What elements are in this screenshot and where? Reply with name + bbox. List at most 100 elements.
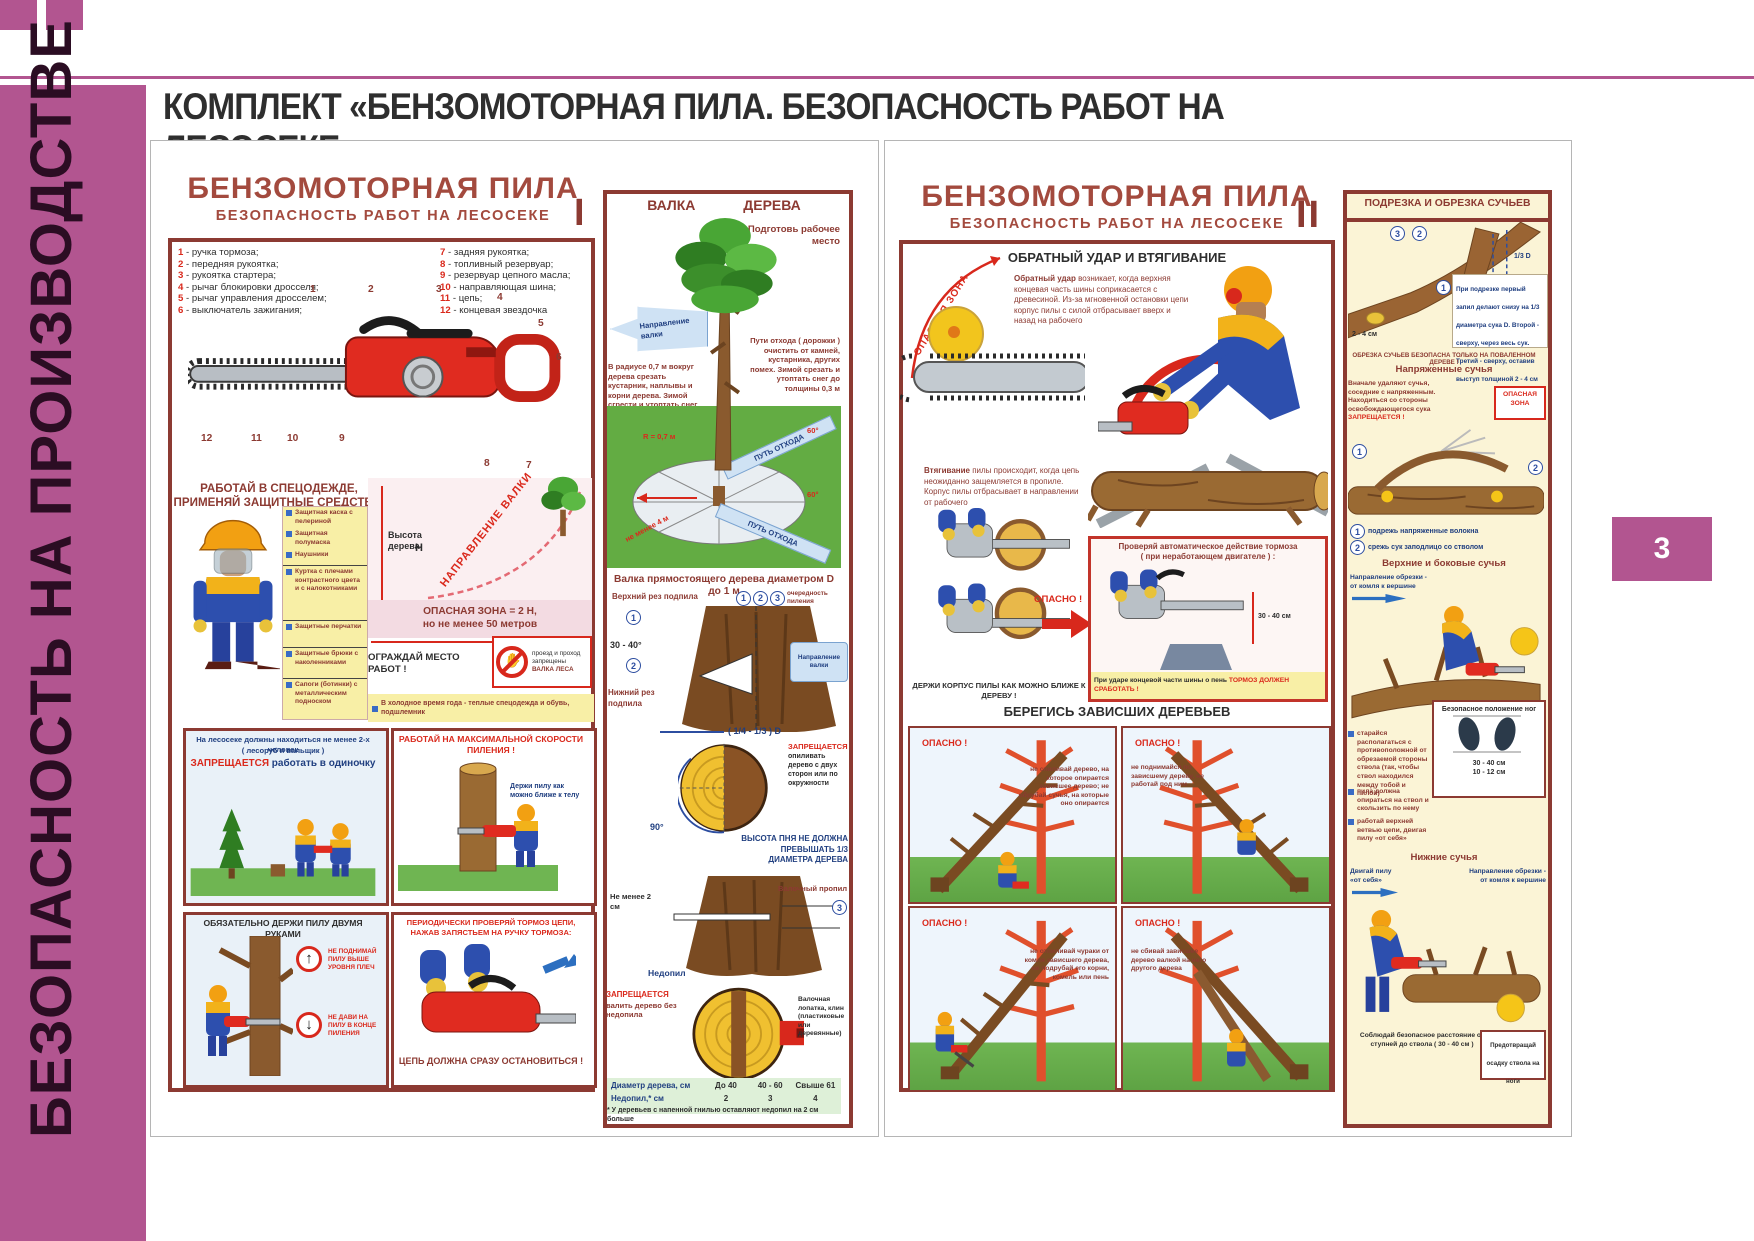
part-label: задняя рукоятка; (453, 247, 530, 258)
tension-step-2: 2 срежь сук заподлицо со стволом (1350, 540, 1546, 555)
part-label: рычаг управления дросселем; (191, 293, 327, 305)
bullet-icon (1348, 789, 1354, 795)
upper-direction-2: от комля к вершине (1350, 583, 1416, 590)
direction-arrow-icon (1352, 594, 1406, 603)
danger-label: ОПАСНО ! (1135, 738, 1181, 748)
branch-step-3: 3 (1390, 226, 1405, 241)
poster1-numeral: I (574, 192, 585, 234)
felling-column-box (603, 190, 853, 1128)
escape-paths-note: Пути отхода ( дорожки ) очистить от камн… (750, 336, 840, 393)
bullet-text: старайся располагаться с противоположной… (1357, 730, 1428, 798)
brake-dist-label: 30 - 40 см (1258, 613, 1291, 620)
forbidden-text: опиливать дерево с двух сторон или по ок… (788, 752, 838, 787)
table-header: Свыше 61 (795, 1081, 836, 1090)
hung-scene-3 (935, 920, 1079, 1082)
hinge-label: Недопил (648, 968, 686, 978)
kickback-heading: ОБРАТНЫЙ УДАР И ВТЯГИВАНИЕ (1007, 250, 1227, 265)
brake-title-1: ПЕРИОДИЧЕСКИ ПРОВЕРЯЙ ТОРМОЗ ЦЕПИ, (406, 918, 576, 927)
hung-trees-heading: БЕРЕГИСЬ ЗАВИСШИХ ДЕРЕВЬЕВ (1003, 704, 1231, 719)
cut-order: 1 2 3 очередность пиления (736, 590, 844, 606)
chainsaw-illustration (188, 316, 561, 402)
danger-zone-strip (368, 600, 592, 638)
tree-height-label: Высота дерева (388, 530, 422, 551)
step-circle: 1 (1350, 524, 1365, 539)
angle-90-label: 90° (650, 822, 664, 832)
bullet-text: пила должна опираться на ствол и скользи… (1357, 788, 1429, 813)
cold-weather-note: В холодное время года - теплые спецодежд… (381, 700, 570, 716)
tension-text: Вначале удаляют сучья, соседние с напряж… (1348, 380, 1436, 413)
bullet-icon (286, 651, 292, 657)
pull-in-lead: Втягивание (924, 466, 970, 475)
page-number-badge: 3 (1612, 517, 1712, 581)
bullet-icon (286, 682, 292, 688)
hold-close-note: ДЕРЖИ КОРПУС ПИЛЫ КАК МОЖНО БЛИЖЕ К ДЕРЕ… (912, 681, 1086, 700)
hung-warning-1: не спиливай дерево, на которое опирается… (1018, 766, 1109, 808)
tension-circle-1: 1 (1352, 444, 1367, 459)
table-cell: 4 (813, 1093, 818, 1103)
hung-warning-4: не сбивай зависшее дерево валкой на него… (1131, 948, 1207, 973)
felling-arc (427, 491, 582, 600)
hold-saw-scene (206, 936, 293, 1076)
prepare-note: Подготовь рабочее место (747, 224, 840, 247)
saw-on-log-2 (938, 583, 1070, 640)
bullet-icon (286, 624, 292, 630)
bullet-icon (1348, 731, 1354, 737)
forbid-two-sides: ЗАПРЕЩАЕТСЯ опиливать дерево с двух стор… (788, 742, 848, 788)
cut-title: Валка прямостоящего дерева диаметром D д… (614, 574, 834, 598)
callout-12: 12 (201, 433, 213, 444)
forbidden-word: ЗАПРЕЩАЕТСЯ (606, 990, 669, 999)
hung-panel-2: ОПАСНО ! не поднимайся по зависшему дере… (1121, 726, 1331, 904)
limb-bullet-3: работай верхней ветвью цепи, двигая пилу… (1348, 818, 1430, 844)
gap-label: 2 - 4 см (1352, 331, 1378, 338)
push-arrow-icon (1352, 888, 1398, 897)
brake-note: ЦЕПЬ ДОЛЖНА СРАЗУ ОСТАНОВИТЬСЯ ! (398, 1056, 584, 1066)
depth-arrow (660, 731, 724, 733)
step-text: подрежь напряженные волокна (1368, 528, 1479, 535)
forbidden-word: ЗАПРЕЩАЕТСЯ (788, 742, 848, 751)
cold-weather-strip: В холодное время года - теплые спецодежд… (368, 694, 594, 722)
danger-label: ОПАСНО ! (1135, 918, 1181, 928)
tension-circle-2: 2 (1528, 460, 1543, 475)
cut-circle-3: 3 (832, 900, 847, 915)
pair-line2: ( лесоруб и вальщик ) (241, 746, 325, 755)
sign-line3: ВАЛКА ЛЕСА (532, 666, 574, 674)
poster1-title: БЕНЗОМОТОРНАЯ ПИЛА (187, 172, 579, 205)
forbidden-rest: работать в одиночку (271, 758, 376, 769)
two-hands-title: ОБЯЗАТЕЛЬНО ДЕРЖИ ПИЛУ ДВУМЯ РУКАМИ (203, 918, 363, 939)
corner-square-1 (0, 0, 37, 30)
part-label: концевая звездочка (459, 304, 548, 316)
brake-title-2: НАЖАВ ЗАПЯСТЬЕМ НА РУЧКУ ТОРМОЗА: (410, 928, 572, 937)
cut-circle-1: 1 (626, 610, 641, 625)
hung-panel-4: ОПАСНО ! не сбивай зависшее дерево валко… (1121, 906, 1331, 1092)
lower-branches-heading: Нижние сучья (1410, 852, 1478, 863)
hung-warning-2: не поднимайся по зависшему дереву, не ра… (1131, 764, 1204, 789)
no-lift-label: НЕ ПОДНИМАЙ ПИЛУ ВЫШЕ УРОВНЯ ПЛЕЧ (328, 948, 377, 972)
table-cell: 2 (723, 1093, 729, 1103)
worker-front-illustration (193, 519, 280, 670)
brake-test-title-1: Проверяй автоматическое действие тормоза (1118, 542, 1298, 551)
part-no: 6 (178, 304, 184, 316)
part-no: 7 (440, 247, 446, 258)
bullet-icon (286, 531, 292, 538)
corner-square-2 (46, 0, 83, 30)
angle-label-2: 60° (807, 490, 819, 499)
danger-zone-line2: но не менее 50 метров (422, 619, 538, 630)
ppe-item: Куртка с плечами контрастного цвета и с … (295, 568, 360, 593)
top-rule (0, 76, 1754, 79)
part-label: рычаг блокировки дросселя; (191, 281, 319, 293)
cross-section-circle (678, 743, 768, 834)
pair-line1: На лесосеке должны находиться не менее 2… (196, 735, 370, 754)
poster1-main-box (168, 238, 595, 1092)
tree-height-arrow (381, 486, 383, 636)
brake-check-scene (420, 944, 576, 1033)
part-no: 1 (178, 247, 184, 258)
part-no: 3 (178, 270, 184, 282)
limb-bullet-1: старайся располагаться с противоположной… (1348, 730, 1430, 799)
kickback-lead: Обратный удар (1014, 274, 1076, 283)
safe-on-felled-note: ОБРЕЗКА СУЧЬЕВ БЕЗОПАСНА ТОЛЬКО НА ПОВАЛ… (1352, 352, 1536, 366)
tension-zone-1: ОПАСНАЯ (1503, 391, 1537, 398)
hung-scene-1 (930, 740, 1079, 894)
part-label: резервуар цепного масла; (453, 270, 571, 282)
notch-depth-label: ( 1/4 - 1/3 ) D (728, 726, 782, 736)
